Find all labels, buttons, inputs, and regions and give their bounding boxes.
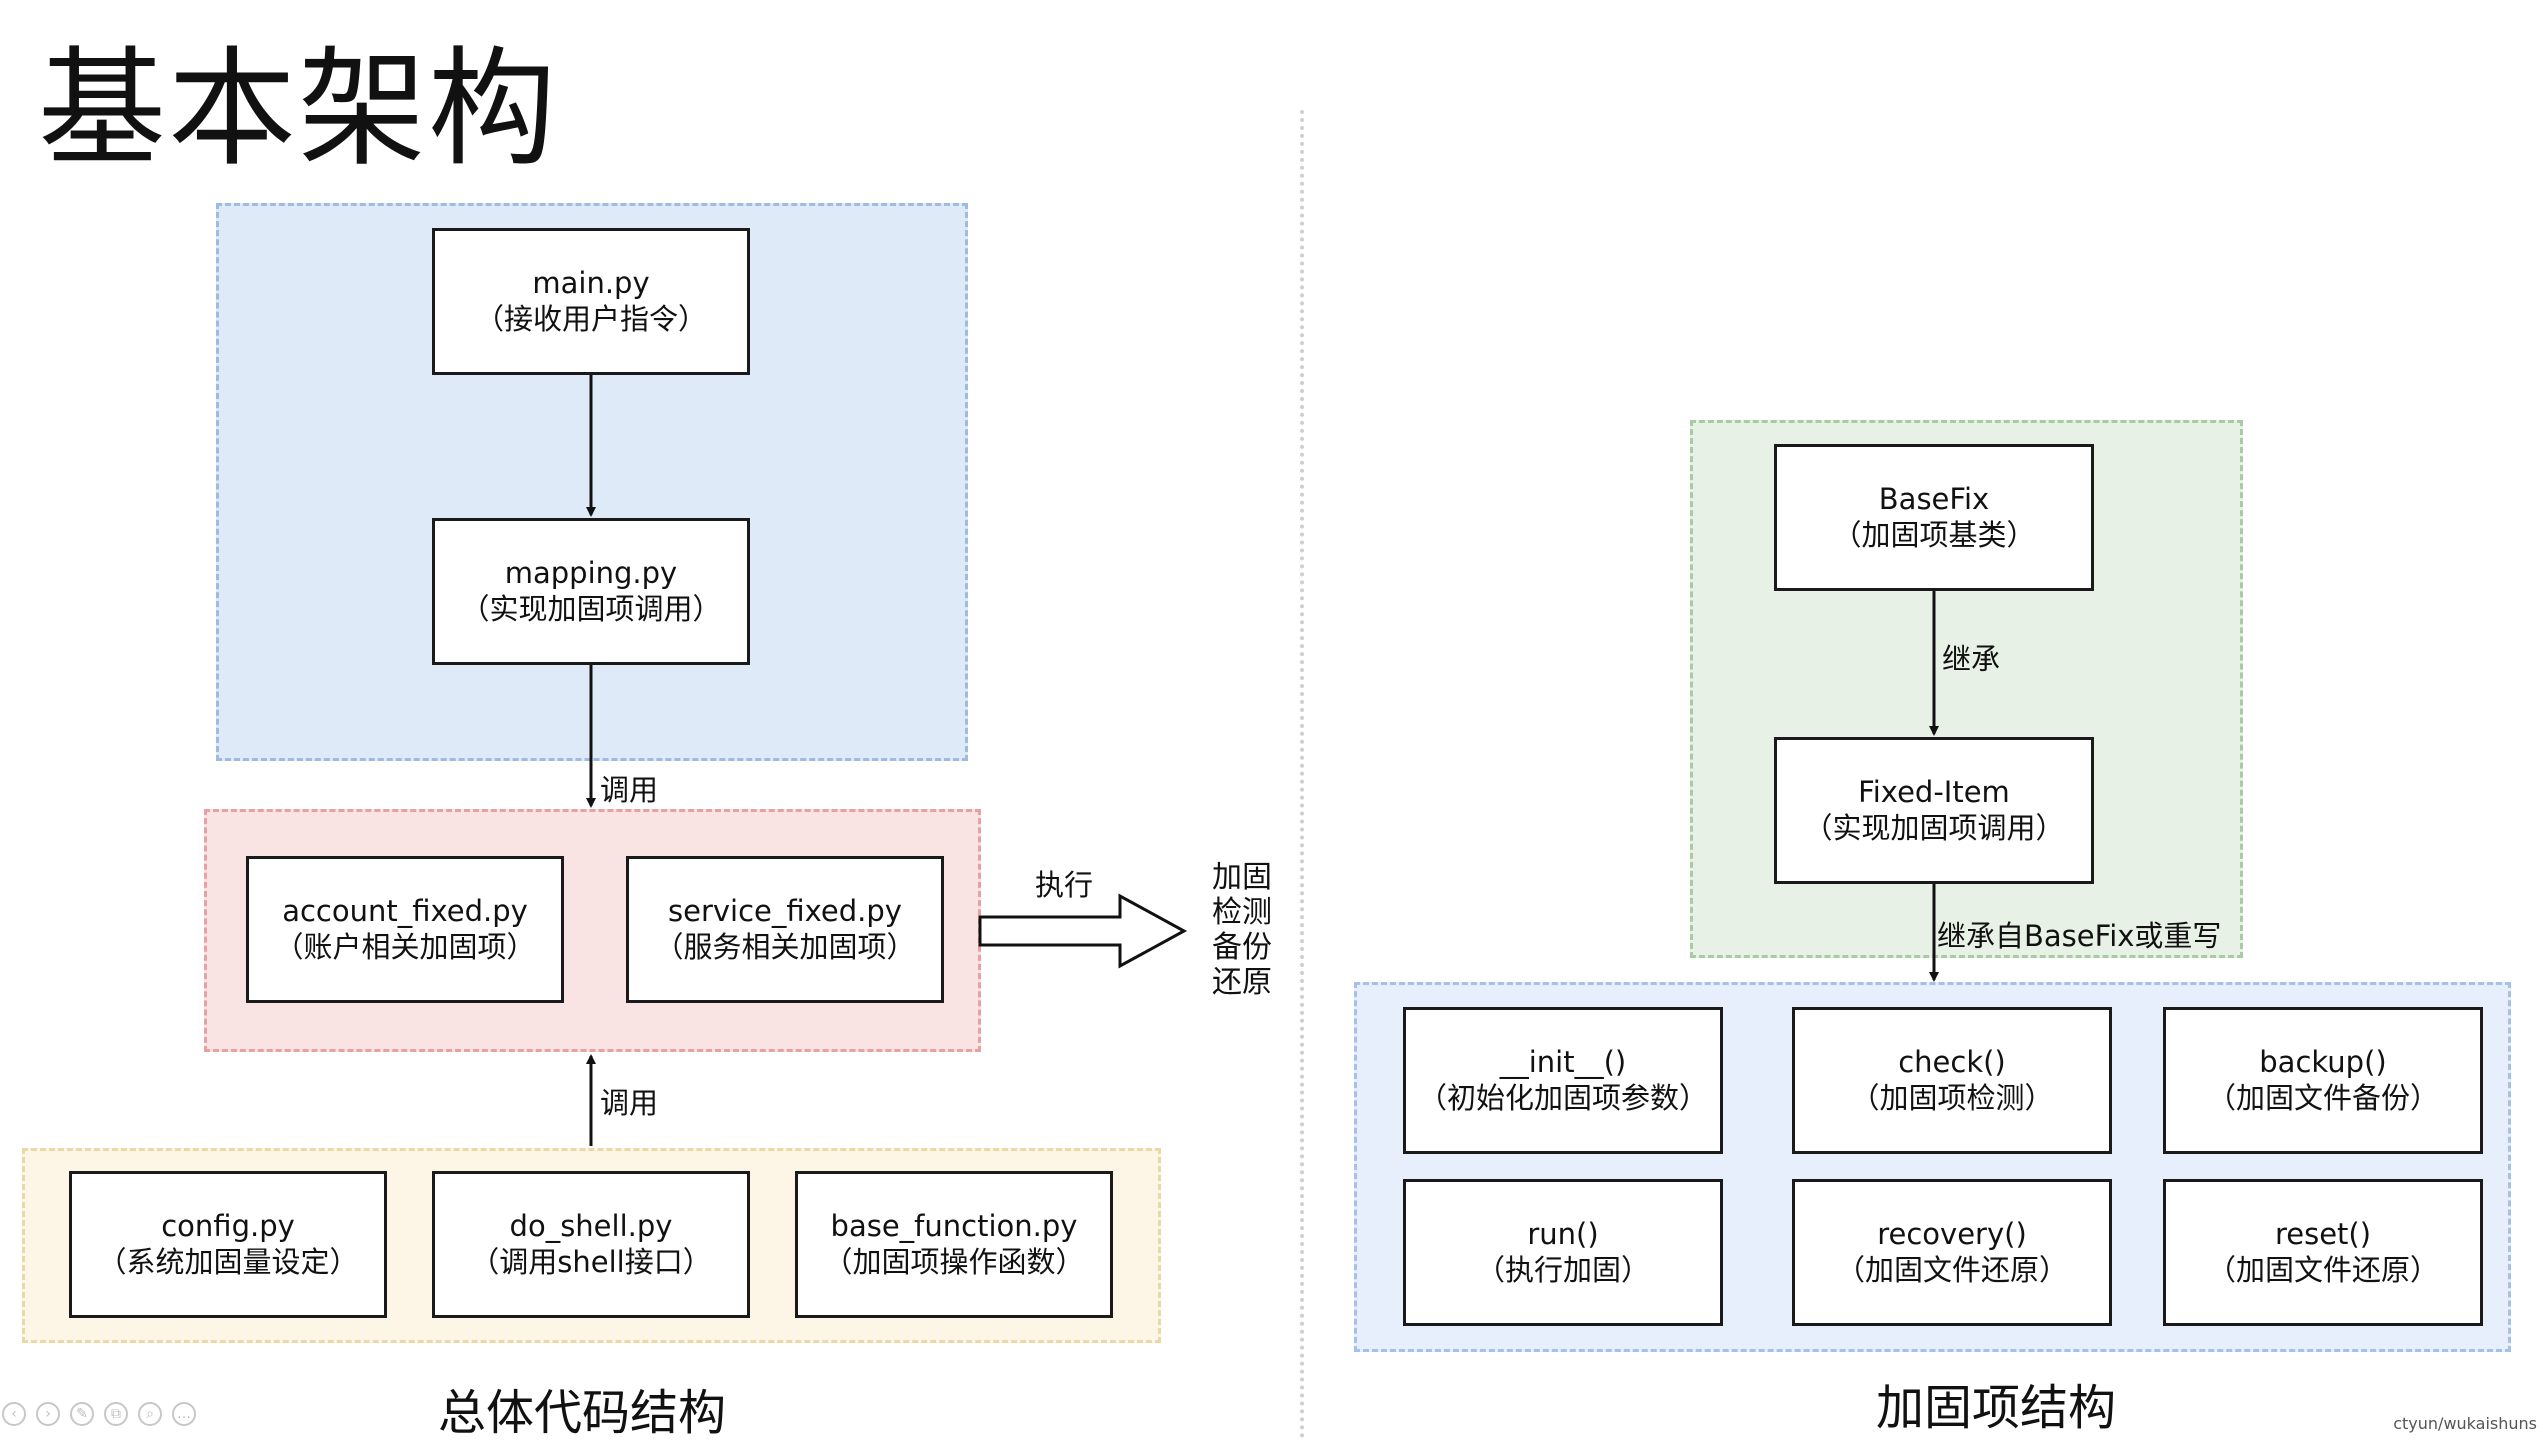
do-shell-name: do_shell.py [509,1209,673,1244]
fixed-item-node: Fixed-Item （实现加固项调用） [1774,737,2094,884]
method-reset-node: reset() （加固文件还原） [2163,1179,2483,1326]
method-reset-name: reset() [2274,1217,2372,1252]
method-check-node: check() （加固项检测） [1792,1007,2112,1154]
call-label-top: 调用 [600,773,659,807]
service-fixed-node: service_fixed.py （服务相关加固项） [626,856,944,1003]
mapping-py-desc: （实现加固项调用） [460,591,722,626]
account-fixed-node: account_fixed.py （账户相关加固项） [246,856,564,1003]
left-caption: 总体代码结构 [438,1385,727,1441]
action-restore: 还原 [1212,965,1272,1001]
config-py-node: config.py （系统加固量设定） [69,1171,387,1318]
do-shell-desc: （调用shell接口） [470,1244,712,1279]
zoom-icon[interactable]: ⌕ [138,1402,162,1426]
config-py-name: config.py [161,1209,295,1244]
basefix-node: BaseFix （加固项基类） [1774,444,2094,591]
method-recovery-desc: （加固文件还原） [1835,1252,2068,1287]
watermark: ctyun/wukaishuns [2393,1414,2537,1433]
inherit-override-label: 继承自BaseFix或重写 [1937,919,2222,953]
basefix-name: BaseFix [1878,482,1990,517]
page-title: 基本架构 [38,35,559,184]
method-backup-desc: （加固文件备份） [2206,1080,2439,1115]
method-init-name: __init__() [1499,1045,1627,1080]
pen-icon[interactable]: ✎ [70,1402,94,1426]
method-backup-node: backup() （加固文件备份） [2163,1007,2483,1154]
service-fixed-name: service_fixed.py [668,894,902,929]
fixed-item-name: Fixed-Item [1858,775,2010,810]
fixed-item-desc: （实现加固项调用） [1803,810,2065,845]
method-check-name: check() [1898,1045,2006,1080]
service-fixed-desc: （服务相关加固项） [654,929,916,964]
viewer-toolbar: ‹ › ✎ ⧉ ⌕ … [2,1402,196,1426]
next-icon[interactable]: › [36,1402,60,1426]
more-icon[interactable]: … [172,1402,196,1426]
prev-icon[interactable]: ‹ [2,1402,26,1426]
method-check-desc: （加固项检测） [1850,1080,2054,1115]
section-divider [1300,110,1304,1439]
main-py-node: main.py （接收用户指令） [432,228,750,375]
base-function-name: base_function.py [830,1209,1078,1244]
method-recovery-name: recovery() [1877,1217,2027,1252]
base-function-desc: （加固项操作函数） [823,1244,1085,1279]
account-fixed-name: account_fixed.py [282,894,528,929]
action-check: 检测 [1212,895,1272,931]
mapping-py-name: mapping.py [504,556,678,591]
method-init-desc: （初始化加固项参数） [1417,1080,1708,1115]
mapping-py-node: mapping.py （实现加固项调用） [432,518,750,665]
action-fix: 加固 [1212,860,1272,895]
do-shell-node: do_shell.py （调用shell接口） [432,1171,750,1318]
execute-block-arrow [978,893,1188,969]
method-reset-desc: （加固文件还原） [2206,1252,2439,1287]
method-run-node: run() （执行加固） [1403,1179,1723,1326]
base-function-node: base_function.py （加固项操作函数） [795,1171,1113,1318]
method-recovery-node: recovery() （加固文件还原） [1792,1179,2112,1326]
method-run-name: run() [1527,1217,1599,1252]
method-run-desc: （执行加固） [1475,1252,1650,1287]
method-init-node: __init__() （初始化加固项参数） [1403,1007,1723,1154]
main-py-name: main.py [532,266,650,301]
config-py-desc: （系统加固量设定） [97,1244,359,1279]
execute-label: 执行 [1035,868,1094,902]
action-backup: 备份 [1212,930,1272,966]
basefix-desc: （加固项基类） [1832,517,2036,552]
copy-icon[interactable]: ⧉ [104,1402,128,1426]
inherit-label: 继承 [1942,642,2001,676]
method-backup-name: backup() [2259,1045,2387,1080]
account-fixed-desc: （账户相关加固项） [274,929,536,964]
main-py-desc: （接收用户指令） [474,301,707,336]
right-caption: 加固项结构 [1876,1380,2117,1436]
call-label-bottom: 调用 [600,1086,659,1120]
action-list: 加固 检测 备份 还原 [1212,860,1272,1000]
